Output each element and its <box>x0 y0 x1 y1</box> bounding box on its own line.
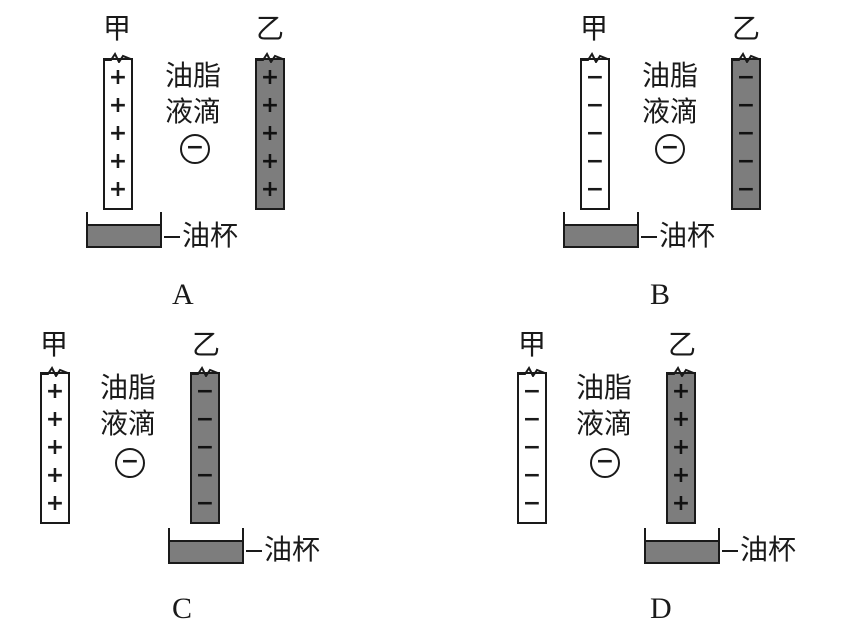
charge: − <box>736 93 756 118</box>
charge: + <box>671 435 691 460</box>
rod-a-label: 甲 <box>103 12 132 45</box>
rod-b: + + + + + <box>255 52 285 210</box>
charge: − <box>585 149 605 174</box>
rod-a: + + + + + <box>40 366 70 524</box>
droplet-label-line2: 液滴 <box>100 407 157 440</box>
charge: − <box>585 177 605 202</box>
jagged-top-icon <box>255 52 285 63</box>
charge: − <box>195 463 215 488</box>
oil-droplet: − <box>590 448 620 478</box>
charge: + <box>671 463 691 488</box>
droplet-label: 油脂 液滴 <box>100 370 156 442</box>
charge: + <box>45 491 65 516</box>
charge: + <box>260 93 280 118</box>
rod-b: − − − − − <box>731 52 761 210</box>
option-label: A <box>172 278 194 311</box>
charge: + <box>45 463 65 488</box>
charge: − <box>522 407 542 432</box>
jagged-top-icon <box>190 366 220 377</box>
charge: + <box>671 407 691 432</box>
droplet-label-line1: 油脂 <box>576 371 633 404</box>
charge: − <box>736 149 756 174</box>
charge: − <box>736 177 756 202</box>
charge: + <box>45 435 65 460</box>
cup-leader-line <box>164 236 180 238</box>
droplet-label: 油脂 液滴 <box>576 370 632 442</box>
rod-b: + + + + + <box>666 366 696 524</box>
rod-a-label: 甲 <box>580 12 609 45</box>
jagged-top-icon <box>666 366 696 377</box>
cup-leader-line <box>246 550 262 552</box>
droplet-label: 油脂 液滴 <box>165 58 221 130</box>
charge: + <box>108 149 128 174</box>
charge: + <box>260 149 280 174</box>
charge: − <box>522 435 542 460</box>
rod-a-label: 甲 <box>518 328 547 361</box>
charge: + <box>260 177 280 202</box>
droplet-label-line2: 液滴 <box>576 407 633 440</box>
charge: + <box>260 65 280 90</box>
charge: − <box>195 407 215 432</box>
charge: + <box>108 177 128 202</box>
option-label: B <box>650 278 671 311</box>
charge: − <box>585 121 605 146</box>
cup-leader-line <box>722 550 738 552</box>
charge: + <box>108 121 128 146</box>
rod-a: − − − − − <box>517 366 547 524</box>
option-label: D <box>650 592 672 625</box>
cup-label: 油杯 <box>740 533 797 566</box>
charge: + <box>108 65 128 90</box>
oil-droplet: − <box>115 448 145 478</box>
droplet-label-line1: 油脂 <box>165 59 222 92</box>
charge: − <box>522 463 542 488</box>
charge: − <box>522 491 542 516</box>
charge: − <box>736 65 756 90</box>
charge: − <box>585 65 605 90</box>
charge: − <box>736 121 756 146</box>
cup-label: 油杯 <box>182 219 239 252</box>
droplet-label-line1: 油脂 <box>100 371 157 404</box>
charge: + <box>260 121 280 146</box>
charge: + <box>671 491 691 516</box>
rod-a: + + + + + <box>103 52 133 210</box>
jagged-top-icon <box>103 52 133 63</box>
rod-a: − − − − − <box>580 52 610 210</box>
droplet-label-line2: 液滴 <box>165 95 222 128</box>
jagged-top-icon <box>580 52 610 63</box>
charge: − <box>585 93 605 118</box>
droplet-label: 油脂 液滴 <box>642 58 698 130</box>
charge: − <box>195 379 215 404</box>
charge: + <box>45 407 65 432</box>
cup-leader-line <box>641 236 657 238</box>
option-label: C <box>172 592 193 625</box>
jagged-top-icon <box>731 52 761 63</box>
droplet-label-line2: 液滴 <box>642 95 699 128</box>
oil-droplet: − <box>655 134 685 164</box>
charge: + <box>108 93 128 118</box>
charge: − <box>195 435 215 460</box>
droplet-label-line1: 油脂 <box>642 59 699 92</box>
cup-label: 油杯 <box>264 533 321 566</box>
rod-b-label: 乙 <box>192 328 221 361</box>
charge: − <box>195 491 215 516</box>
charge: + <box>45 379 65 404</box>
rod-b-label: 乙 <box>256 12 285 45</box>
rod-b-label: 乙 <box>668 328 697 361</box>
jagged-top-icon <box>40 366 70 377</box>
charge: − <box>522 379 542 404</box>
oil-droplet: − <box>180 134 210 164</box>
rod-a-label: 甲 <box>40 328 69 361</box>
cup-label: 油杯 <box>659 219 716 252</box>
rod-b-label: 乙 <box>732 12 761 45</box>
rod-b: − − − − − <box>190 366 220 524</box>
charge: + <box>671 379 691 404</box>
jagged-top-icon <box>517 366 547 377</box>
